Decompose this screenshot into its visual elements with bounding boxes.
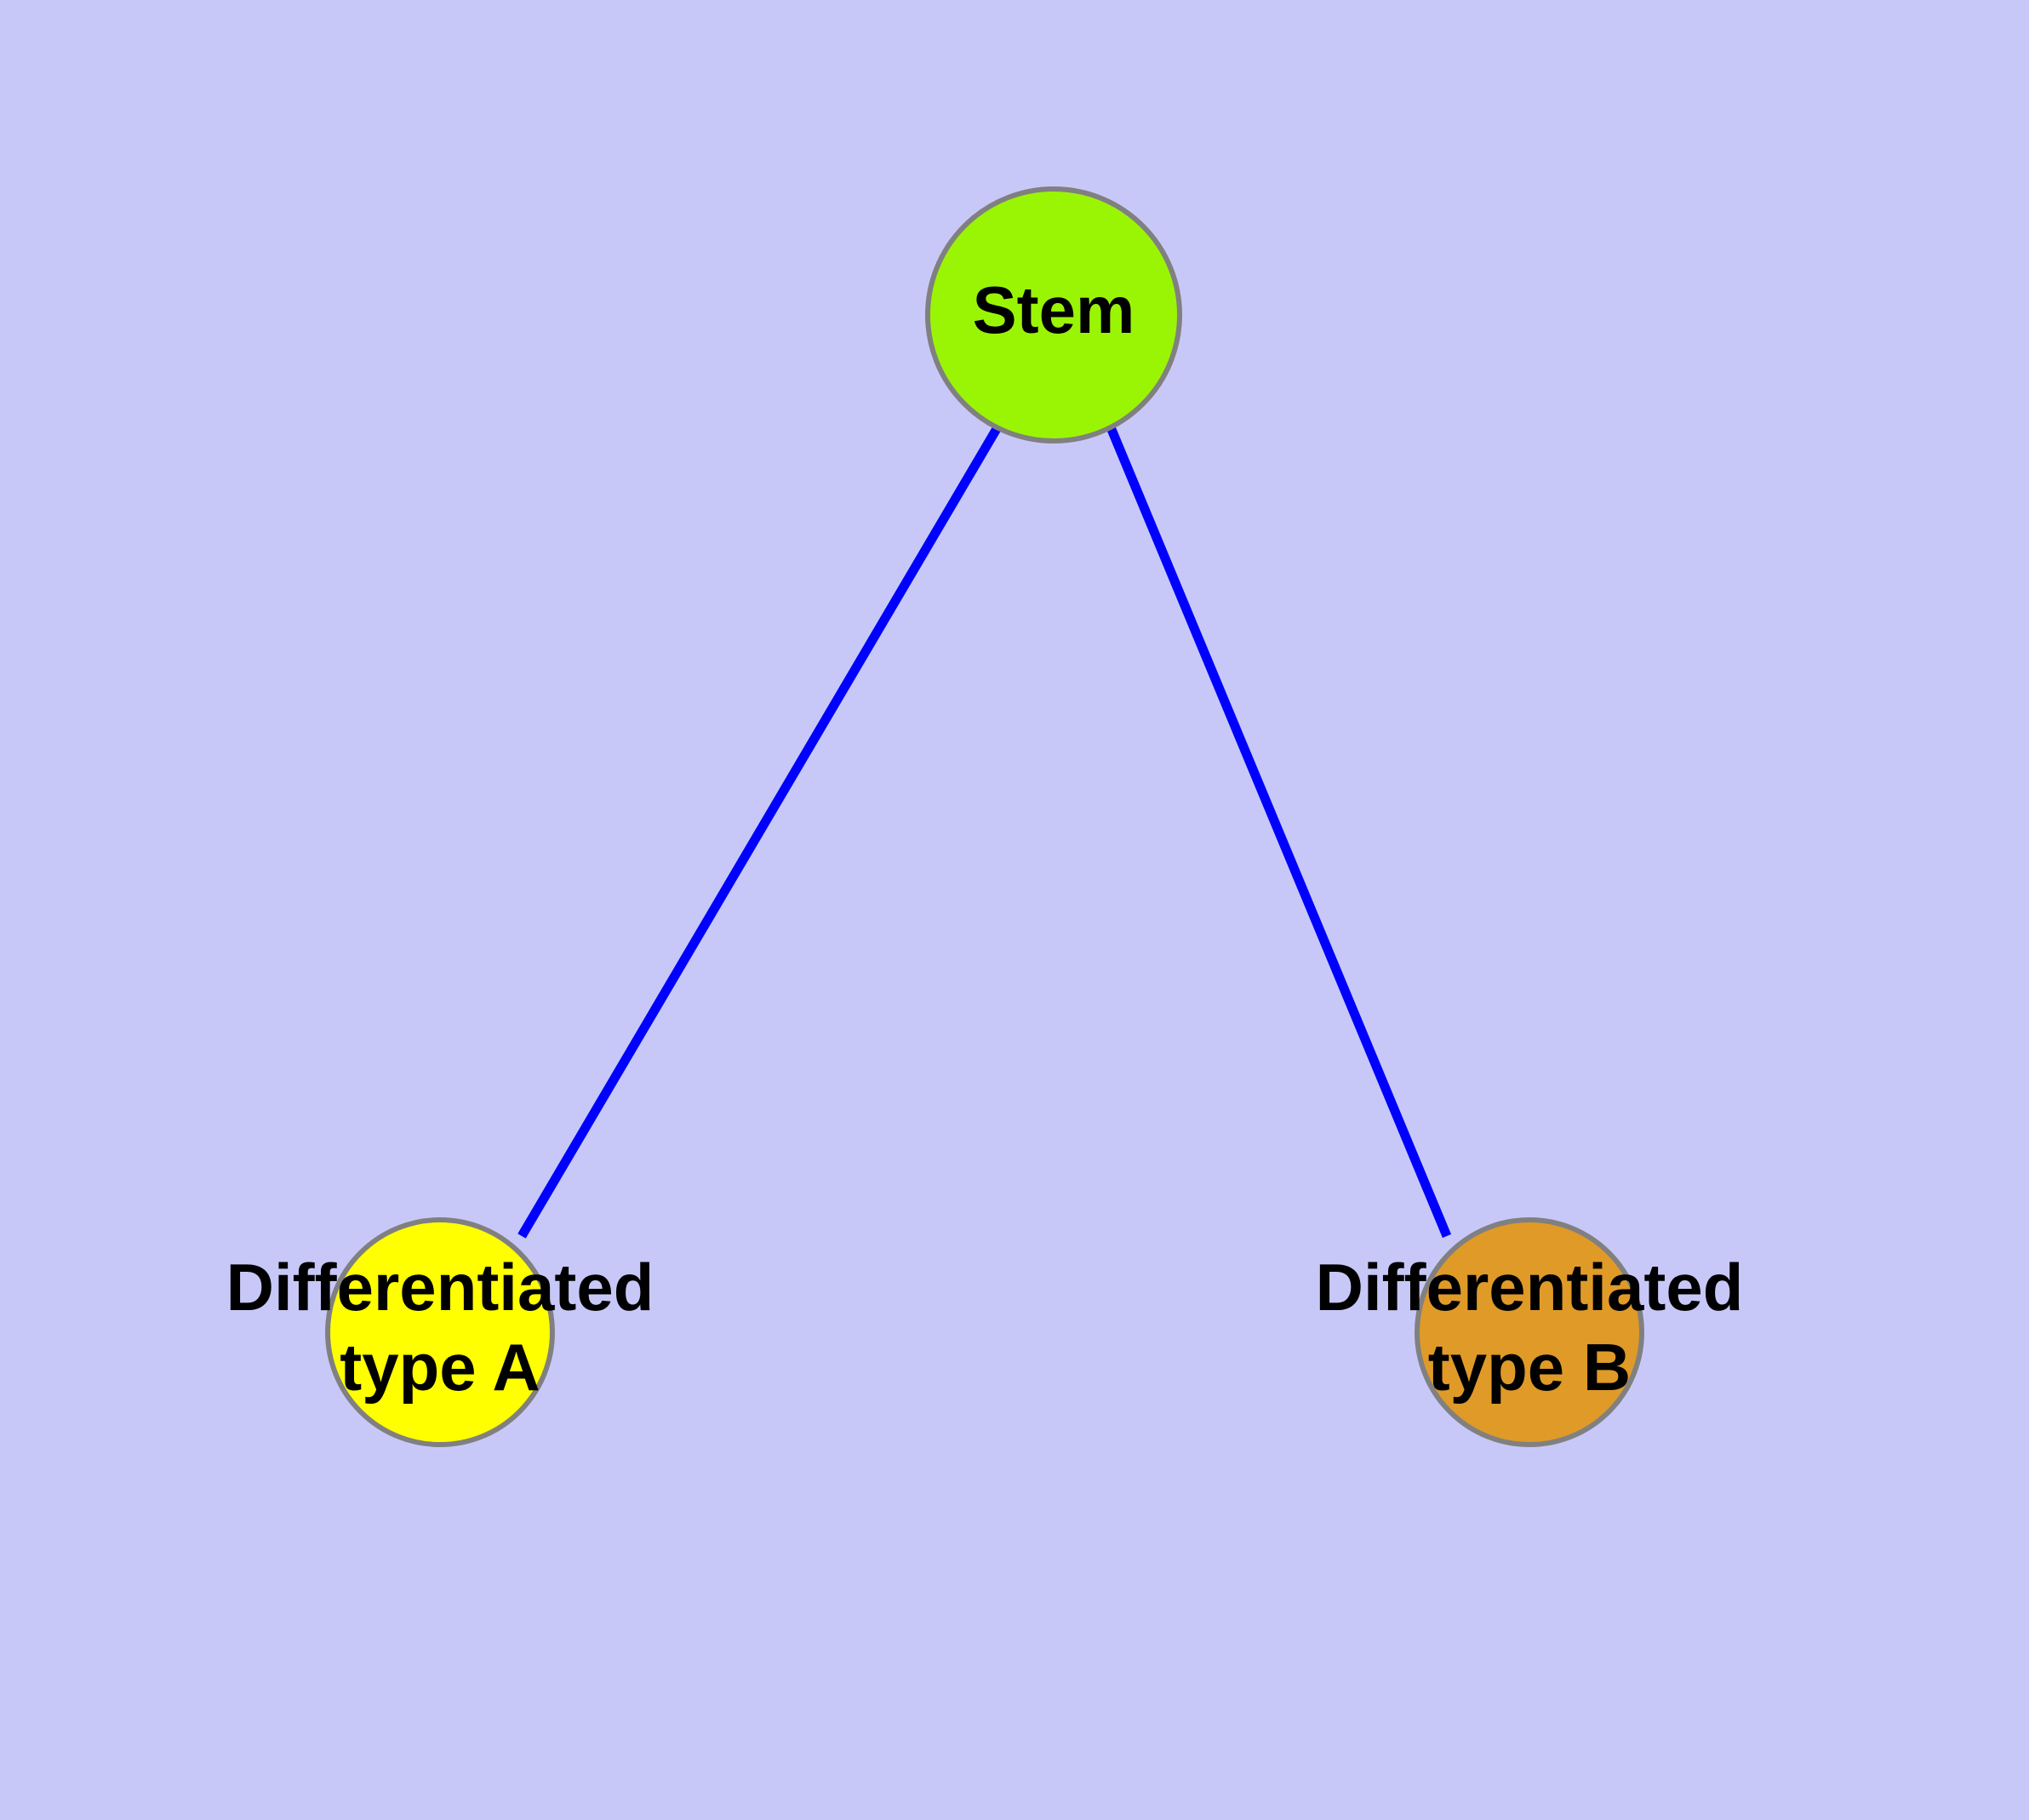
graph-node-diff-a[interactable] [325,1217,555,1447]
graph-node-diff-b[interactable] [1415,1217,1644,1447]
node-label-line: Differentiated [1316,1250,1744,1325]
edges-layer [517,425,1452,1239]
node-label-line: Differentiated [226,1250,654,1325]
graph-edge[interactable] [517,425,1002,1239]
node-label-line: Stem [973,272,1135,347]
nodes-layer [325,186,1644,1447]
graph-node-stem[interactable] [925,186,1182,444]
node-label-line: type B [1428,1330,1631,1405]
graph-edge[interactable] [1106,425,1452,1239]
node-label-line: type A [340,1330,540,1405]
node-label-stem: Stem [973,272,1135,347]
